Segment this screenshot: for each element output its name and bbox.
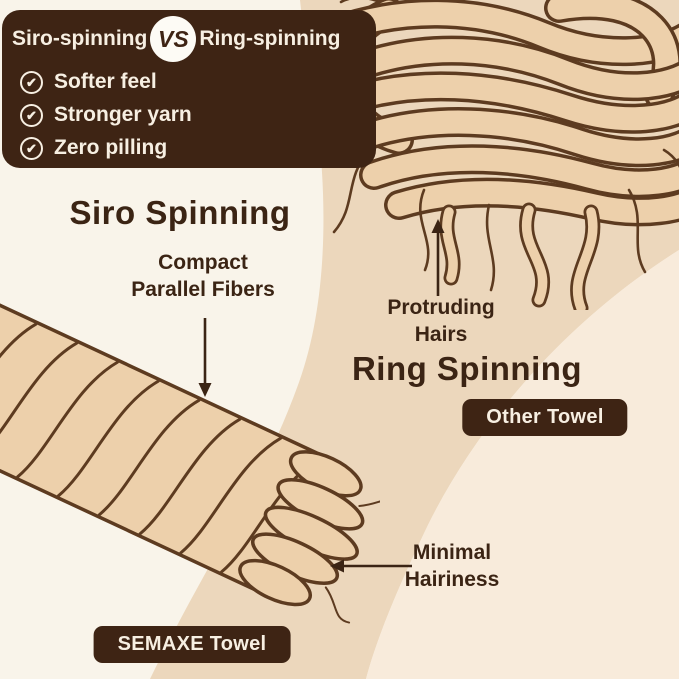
- vs-badge: VS: [150, 16, 197, 62]
- siro-spinning-title: Siro Spinning: [69, 194, 291, 231]
- benefit-label: Stronger yarn: [54, 103, 192, 126]
- peach-region: [366, 250, 679, 679]
- benefit-label: Zero pilling: [54, 136, 168, 159]
- siro-yarn-tip-lobes: [238, 450, 365, 607]
- check-circle-icon: ✔: [20, 136, 43, 160]
- siro-spun-yarn-illustration: [0, 300, 380, 624]
- left-term-label: Siro-spinning: [12, 27, 148, 50]
- minimal-hairiness-line1: Minimal: [412, 541, 492, 564]
- compact-fibers-callout: Compact Parallel Fibers: [131, 249, 275, 303]
- benefit-label: Softer feel: [54, 70, 157, 93]
- ring-yarn-strands: [329, 0, 679, 227]
- minimal-hairiness-line2: Hairiness: [404, 568, 500, 591]
- benefit-item: ✔ Softer feel: [20, 69, 370, 95]
- siro-yarn-rope: [0, 300, 380, 624]
- check-circle-icon: ✔: [20, 70, 43, 94]
- compact-fibers-line2: Parallel Fibers: [131, 278, 275, 301]
- versus-row: Siro-spinning VS Ring-spinning: [12, 16, 370, 62]
- ring-spinning-title: Ring Spinning: [351, 350, 583, 387]
- ring-spun-yarn-illustration: [329, 0, 679, 310]
- protruding-hairs-line2: Hairs: [414, 323, 468, 346]
- other-towel-badge: Other Towel: [462, 399, 628, 436]
- check-circle-icon: ✔: [20, 103, 43, 127]
- protruding-hairs-line1: Protruding: [387, 296, 495, 319]
- semaxe-towel-badge: SEMAXE Towel: [93, 626, 291, 663]
- siro-yarn-tiny-hairs: [324, 498, 380, 624]
- right-term-label: Ring-spinning: [199, 27, 341, 50]
- ring-yarn-loose-tails: [439, 202, 601, 310]
- benefit-item: ✔ Zero pilling: [20, 135, 370, 161]
- compact-fibers-line1: Compact: [158, 251, 248, 274]
- minimal-hairiness-callout: Minimal Hairiness: [405, 539, 500, 593]
- comparison-header-box: Siro-spinning VS Ring-spinning ✔ Softer …: [2, 10, 376, 168]
- benefit-item: ✔ Stronger yarn: [20, 102, 370, 128]
- protruding-hairs-callout: Protruding Hairs: [387, 294, 494, 348]
